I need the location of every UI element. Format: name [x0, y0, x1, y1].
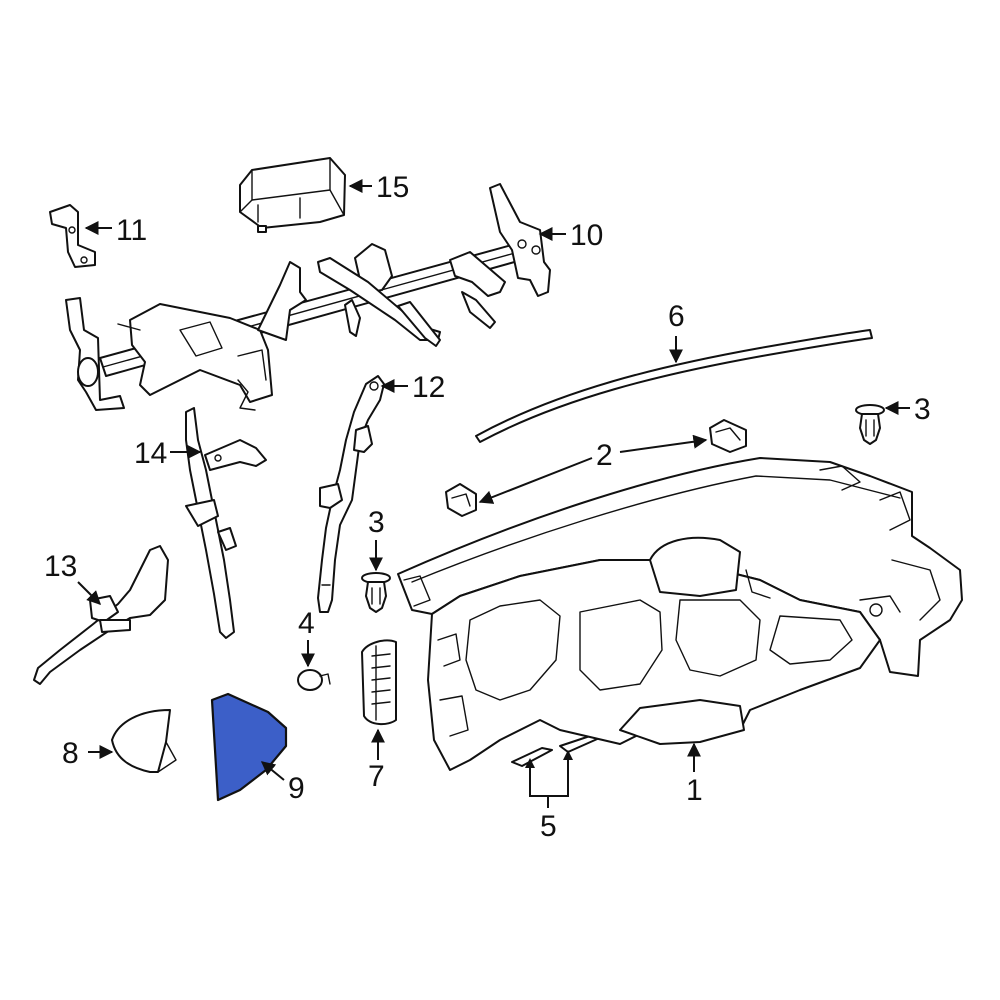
callout-10: 10 — [570, 219, 603, 252]
part-8-side-cover[interactable] — [111, 709, 177, 773]
callout-9: 9 — [288, 772, 305, 805]
callout-12: 12 — [412, 371, 445, 404]
callout-6: 6 — [668, 300, 685, 333]
callout-15: 15 — [376, 171, 409, 204]
callout-1: 1 — [686, 774, 703, 807]
part-1-instrument-panel[interactable] — [397, 457, 963, 771]
part-11-bracket[interactable] — [49, 204, 96, 268]
part-6-weatherstrip[interactable] — [475, 329, 873, 443]
callout-11: 11 — [116, 214, 147, 247]
part-14-support-brace[interactable] — [185, 407, 267, 639]
part-9-end-cap[interactable] — [210, 692, 288, 802]
callout-labels: 15 11 10 12 14 13 6 3 3 2 4 7 8 9 1 5 — [44, 171, 931, 843]
callout-5: 5 — [540, 810, 557, 843]
callout-3-center: 3 — [368, 506, 385, 539]
part-5-trim-strip[interactable] — [511, 733, 605, 767]
callout-14: 14 — [134, 437, 167, 470]
leader-lines — [77, 179, 910, 808]
part-4-clip[interactable] — [297, 669, 331, 691]
callout-13: 13 — [44, 550, 77, 583]
callout-4: 4 — [298, 607, 315, 640]
part-3-push-pin[interactable] — [361, 404, 885, 613]
part-7-air-vent[interactable] — [361, 639, 397, 726]
callout-3-right: 3 — [914, 393, 931, 426]
part-10-crosscar-beam[interactable] — [65, 183, 551, 411]
callout-2: 2 — [596, 439, 613, 472]
part-12-support-brace[interactable] — [317, 375, 385, 613]
part-2-clip[interactable] — [445, 419, 747, 517]
callout-8: 8 — [62, 737, 79, 770]
part-15-module-box[interactable] — [239, 157, 346, 233]
callout-7: 7 — [368, 760, 385, 793]
